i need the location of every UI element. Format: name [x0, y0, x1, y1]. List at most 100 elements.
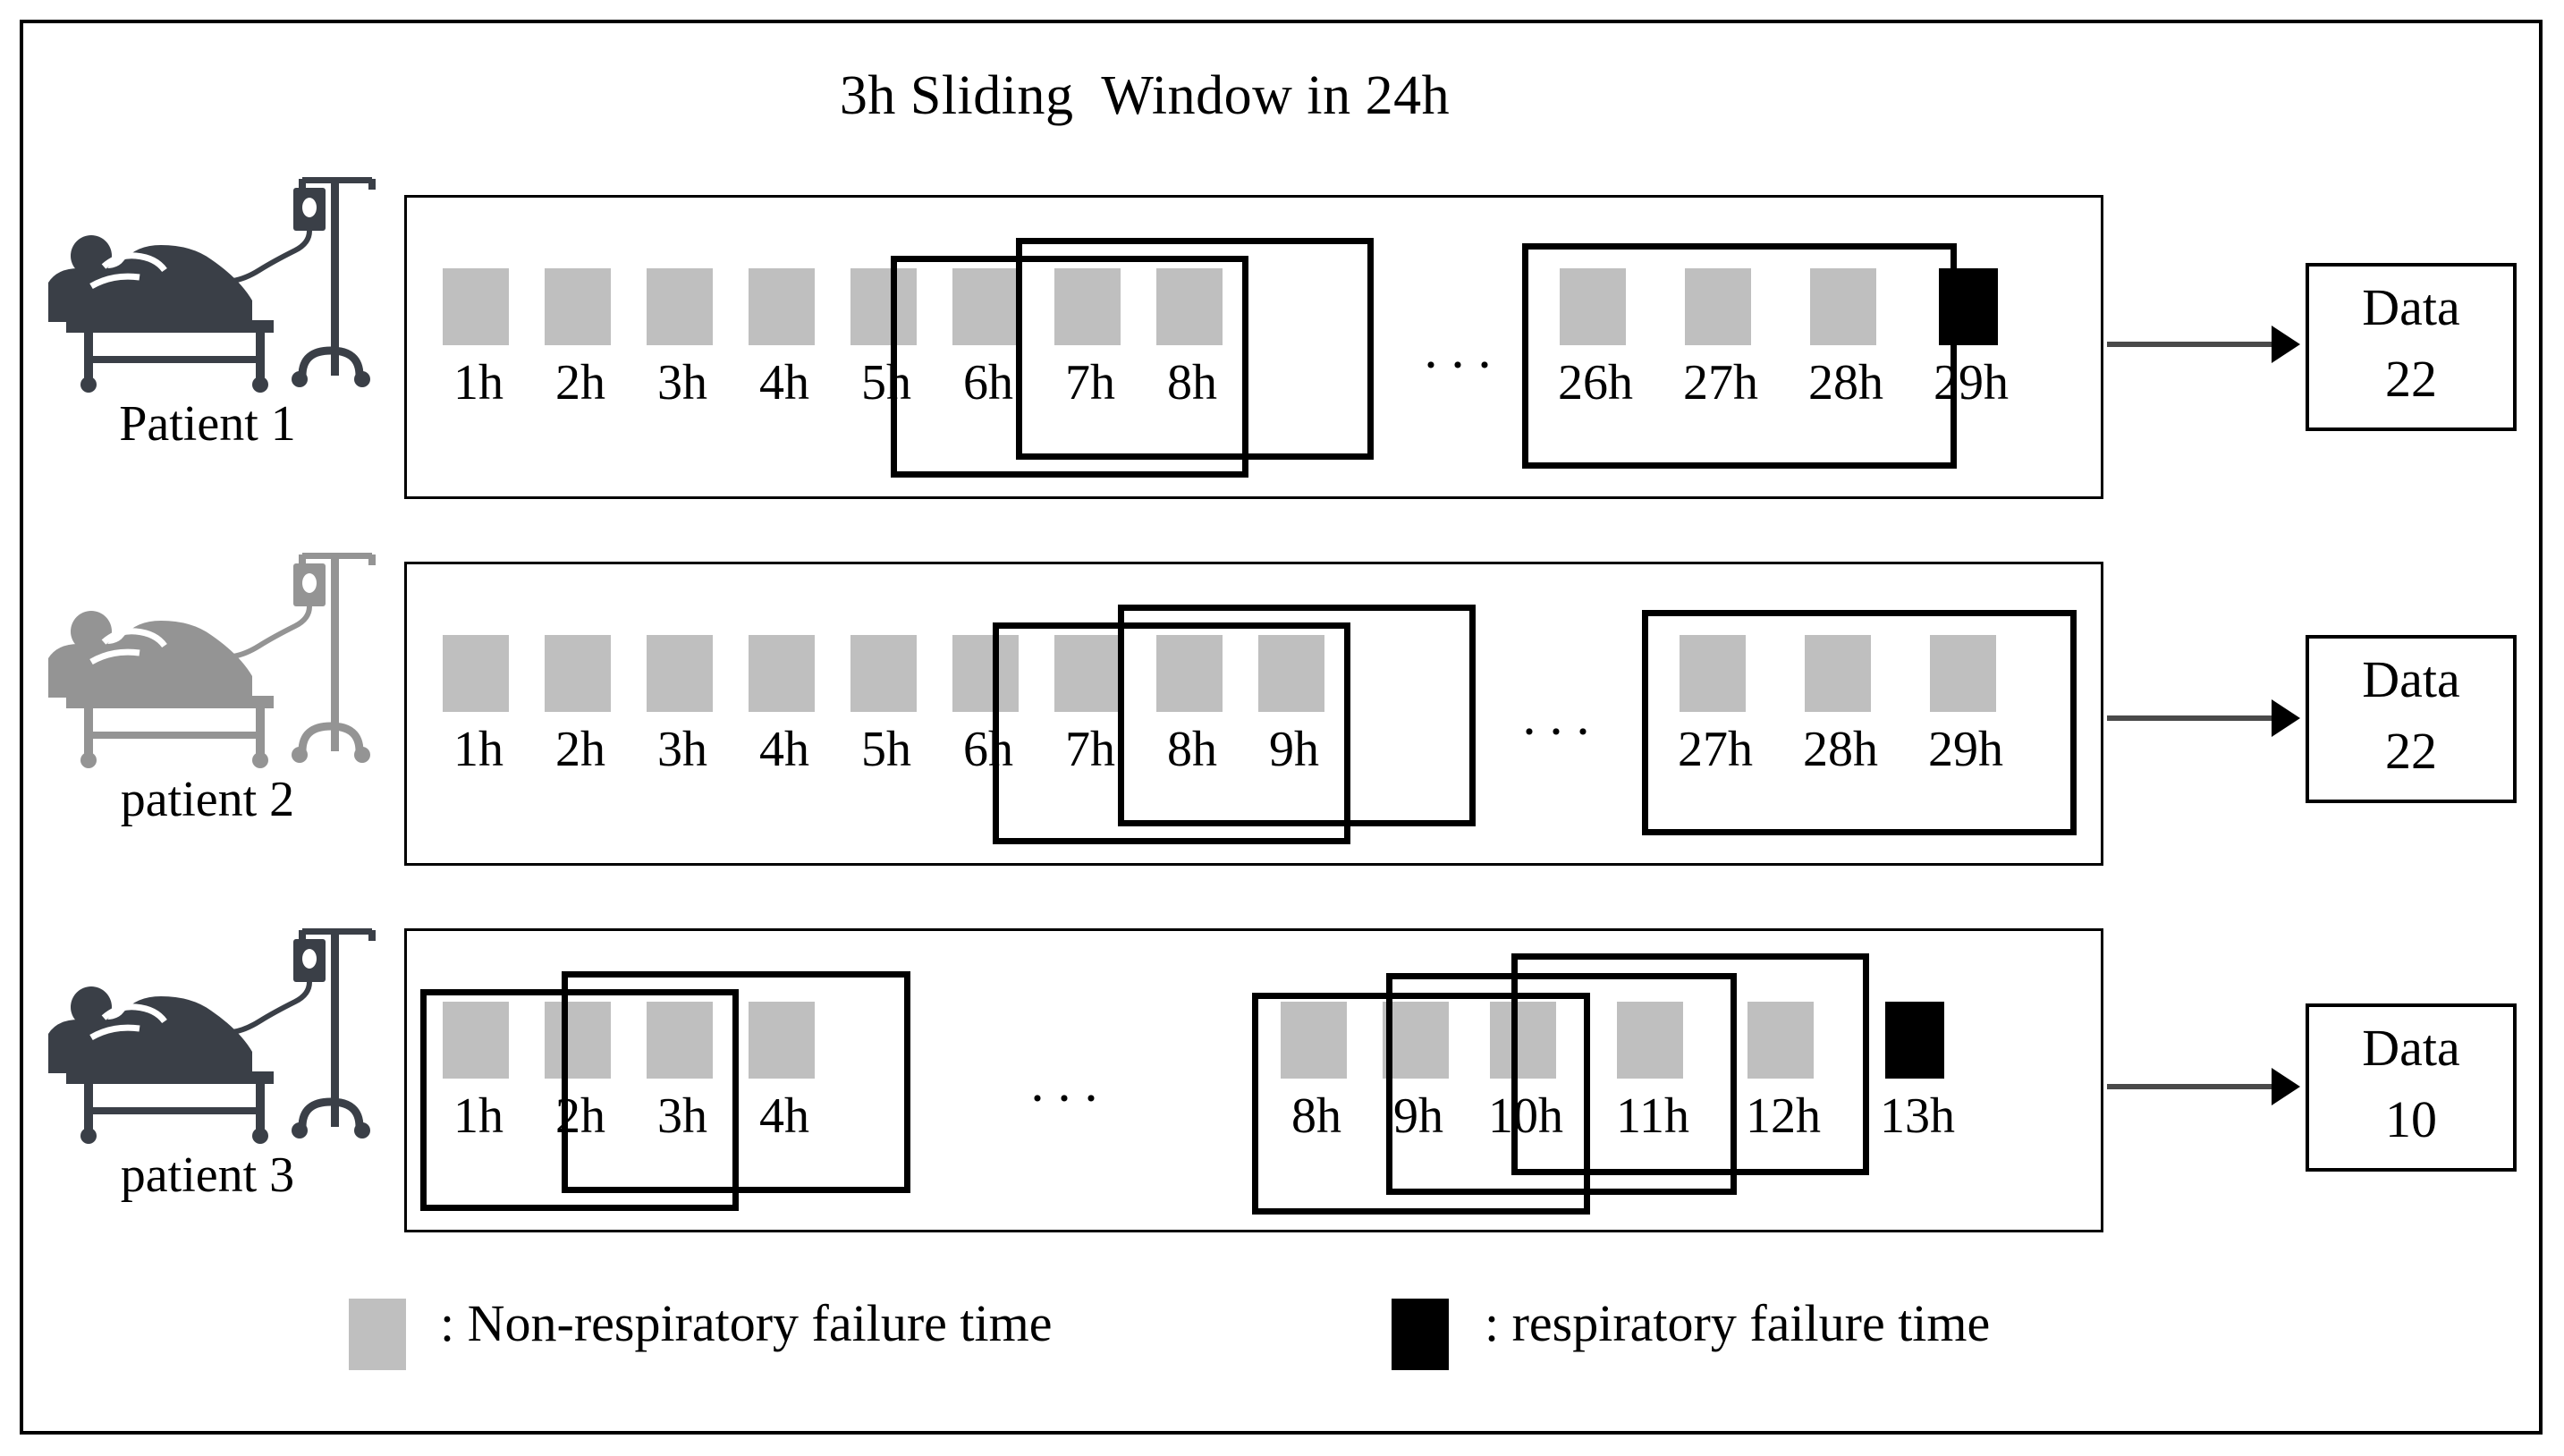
non-failure-swatch [647, 268, 713, 345]
hour-label: 9h [1269, 722, 1319, 777]
ellipsis-separator: ··· [1520, 702, 1601, 761]
non-failure-swatch [443, 635, 509, 712]
non-failure-swatch [647, 635, 713, 712]
legend-non-failure-swatch [349, 1299, 406, 1370]
hour-label: 6h [963, 355, 1013, 411]
non-failure-swatch [1383, 1002, 1449, 1079]
data-count: 10 [2385, 1090, 2437, 1148]
data-output-box[interactable]: Data 10 [2306, 1003, 2517, 1172]
sliding-window[interactable] [1016, 238, 1374, 460]
hour-label: 13h [1880, 1088, 1955, 1144]
data-label: Data [2362, 650, 2460, 708]
non-failure-swatch [1281, 1002, 1347, 1079]
ellipsis-separator: ··· [1028, 1069, 1109, 1128]
non-failure-swatch [1617, 1002, 1683, 1079]
non-failure-swatch [1156, 268, 1223, 345]
hour-label: 8h [1167, 355, 1217, 411]
non-failure-swatch [1258, 635, 1324, 712]
non-failure-swatch [545, 268, 611, 345]
hour-label: 8h [1291, 1088, 1341, 1144]
non-failure-swatch [545, 635, 611, 712]
legend-failure-swatch [1392, 1299, 1449, 1370]
patient-in-bed-with-iv-icon [38, 170, 395, 402]
outer-frame [20, 20, 2543, 1435]
hour-label: 1h [453, 1088, 503, 1144]
data-label: Data [2362, 1019, 2460, 1077]
hour-label: 9h [1393, 1088, 1443, 1144]
non-failure-swatch [1930, 635, 1996, 712]
sliding-window[interactable] [562, 971, 910, 1193]
non-failure-swatch [443, 268, 509, 345]
non-failure-swatch [1560, 268, 1626, 345]
flow-arrow-head [2272, 326, 2300, 363]
hour-label: 8h [1167, 722, 1217, 777]
flow-arrow-head [2272, 1068, 2300, 1105]
hour-label: 28h [1808, 355, 1883, 411]
non-failure-swatch [1685, 268, 1751, 345]
patient-label: patient 2 [120, 772, 295, 827]
hour-label: 12h [1746, 1088, 1821, 1144]
timeline-row-3 [404, 928, 2103, 1232]
data-output-box[interactable]: Data 22 [2306, 635, 2517, 803]
hour-label: 28h [1803, 722, 1878, 777]
hour-label: 1h [453, 722, 503, 777]
hour-label: 7h [1065, 355, 1115, 411]
hour-label: 29h [1934, 355, 2009, 411]
hour-label: 7h [1065, 722, 1115, 777]
non-failure-swatch [952, 635, 1019, 712]
non-failure-swatch [545, 1002, 611, 1079]
hour-label: 5h [861, 355, 911, 411]
hour-label: 5h [861, 722, 911, 777]
non-failure-swatch [952, 268, 1019, 345]
sliding-window[interactable] [1522, 243, 1957, 469]
diagram-title: 3h Sliding Window in 24h [839, 65, 1451, 126]
hour-label: 6h [963, 722, 1013, 777]
failure-swatch [1885, 1002, 1944, 1079]
sliding-window[interactable] [1511, 953, 1869, 1175]
sliding-window[interactable] [891, 256, 1248, 478]
flow-arrow-line [2107, 1084, 2273, 1089]
non-failure-swatch [1747, 1002, 1814, 1079]
non-failure-swatch [1490, 1002, 1556, 1079]
flow-arrow-head [2272, 699, 2300, 737]
non-failure-swatch [1054, 635, 1121, 712]
data-output-box[interactable]: Data 22 [2306, 263, 2517, 431]
patient-in-bed-with-iv-icon [38, 546, 395, 778]
sliding-window[interactable] [993, 622, 1350, 844]
non-failure-swatch [1054, 268, 1121, 345]
sliding-window[interactable] [1642, 610, 2077, 835]
patient-label: patient 3 [120, 1147, 295, 1203]
sliding-window[interactable] [1252, 993, 1590, 1215]
flow-arrow-line [2107, 715, 2273, 721]
flow-arrow-line [2107, 342, 2273, 347]
hour-label: 10h [1488, 1088, 1563, 1144]
non-failure-swatch [1805, 635, 1871, 712]
non-failure-swatch [850, 635, 917, 712]
non-failure-swatch [749, 268, 815, 345]
hour-label: 27h [1678, 722, 1753, 777]
non-failure-swatch [749, 635, 815, 712]
hour-label: 4h [759, 722, 809, 777]
sliding-window[interactable] [1118, 605, 1476, 826]
sliding-window[interactable] [1386, 973, 1737, 1195]
non-failure-swatch [647, 1002, 713, 1079]
hour-label: 11h [1616, 1088, 1689, 1144]
data-count: 22 [2385, 722, 2437, 780]
hour-label: 4h [759, 1088, 809, 1144]
non-failure-swatch [1156, 635, 1223, 712]
failure-swatch [1939, 268, 1998, 345]
legend-non-failure-label: : Non-respiratory failure time [440, 1294, 1053, 1352]
sliding-window[interactable] [420, 989, 739, 1211]
hour-label: 3h [657, 722, 707, 777]
hour-label: 1h [453, 355, 503, 411]
non-failure-swatch [1680, 635, 1746, 712]
patient-in-bed-with-iv-icon [38, 921, 395, 1154]
hour-label: 3h [657, 1088, 707, 1144]
hour-label: 2h [555, 355, 605, 411]
timeline-row-2 [404, 562, 2103, 866]
hour-label: 2h [555, 722, 605, 777]
timeline-row-1 [404, 195, 2103, 499]
hour-label: 26h [1558, 355, 1633, 411]
legend-failure-label: : respiratory failure time [1485, 1294, 1991, 1352]
